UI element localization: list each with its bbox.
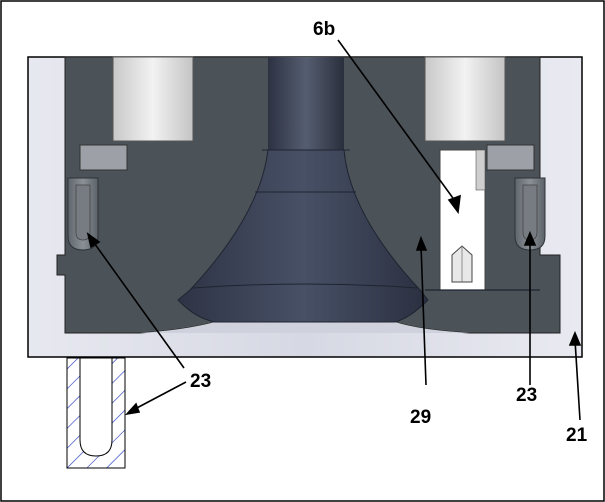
right-bolt — [424, 56, 506, 142]
leader-lines — [86, 39, 582, 421]
valve-cone — [177, 149, 429, 323]
left-washer — [79, 144, 128, 171]
left-seal-groove — [75, 184, 91, 241]
bore-thread — [475, 149, 486, 191]
callout-23-left: 23 — [190, 371, 212, 392]
callout-21: 21 — [566, 425, 588, 446]
callout-29: 29 — [410, 407, 432, 428]
callout-23-right: 23 — [516, 385, 538, 406]
left-bolt — [112, 56, 194, 142]
valve-stem — [268, 57, 344, 150]
seal-section-view — [66, 357, 126, 469]
right-washer — [486, 144, 535, 171]
cone-line-2 — [191, 283, 419, 289]
callout-6b: 6b — [313, 19, 336, 40]
bottom-sweep — [140, 322, 470, 333]
